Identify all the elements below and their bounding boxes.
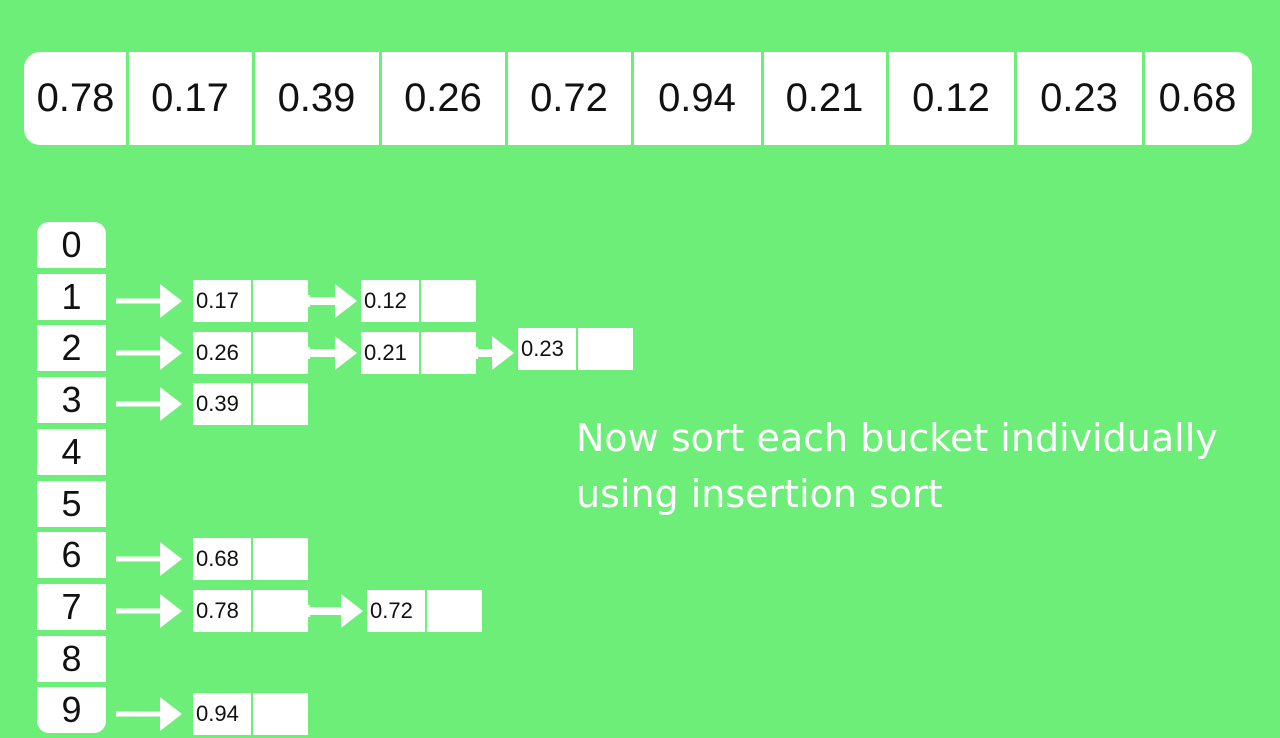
array-cell: 0.23 bbox=[1040, 76, 1118, 120]
pointer-arrow bbox=[116, 336, 182, 370]
bucket-index-6: 6 bbox=[37, 532, 106, 578]
list-node: 0.26 bbox=[193, 332, 308, 374]
bucket-index-9: 9 bbox=[37, 687, 106, 733]
node-divider bbox=[576, 328, 578, 370]
list-node: 0.21 bbox=[361, 332, 476, 374]
node-value: 0.12 bbox=[361, 280, 419, 322]
array-divider bbox=[505, 52, 508, 145]
node-divider bbox=[251, 590, 253, 632]
list-node: 0.39 bbox=[193, 383, 308, 425]
node-pointer-field bbox=[253, 280, 308, 322]
node-pointer-field bbox=[253, 590, 308, 632]
array-cell: 0.78 bbox=[36, 76, 115, 120]
bucket-index-2: 2 bbox=[37, 325, 106, 371]
node-divider bbox=[251, 383, 253, 425]
array-cell: 0.39 bbox=[277, 76, 356, 120]
node-pointer-field bbox=[253, 538, 308, 580]
list-node: 0.94 bbox=[193, 693, 308, 735]
caption: Now sort each bucket individually using … bbox=[576, 410, 1276, 522]
node-pointer-field bbox=[253, 693, 308, 735]
node-value: 0.26 bbox=[193, 332, 251, 374]
array-divider bbox=[1014, 52, 1017, 145]
pointer-arrow bbox=[116, 594, 182, 628]
list-node: 0.12 bbox=[361, 280, 476, 322]
node-value: 0.78 bbox=[193, 590, 251, 632]
array-divider bbox=[126, 52, 129, 145]
array-divider bbox=[761, 52, 764, 145]
node-divider bbox=[419, 332, 421, 374]
node-divider bbox=[251, 332, 253, 374]
bucket-index-8: 8 bbox=[37, 636, 106, 682]
bucket-index-5: 5 bbox=[37, 481, 106, 527]
list-node: 0.17 bbox=[193, 280, 308, 322]
input-array bbox=[24, 52, 1252, 145]
node-pointer-field bbox=[421, 332, 476, 374]
list-node: 0.23 bbox=[518, 328, 633, 370]
bucket-index-1: 1 bbox=[37, 274, 106, 320]
node-divider bbox=[251, 280, 253, 322]
array-divider bbox=[886, 52, 889, 145]
array-cell: 0.68 bbox=[1158, 76, 1237, 120]
list-node: 0.72 bbox=[367, 590, 482, 632]
node-pointer-field bbox=[253, 332, 308, 374]
array-cell: 0.21 bbox=[785, 76, 864, 120]
node-divider bbox=[425, 590, 427, 632]
caption-line-1: Now sort each bucket individually bbox=[576, 416, 1218, 460]
next-pointer-arrow bbox=[282, 594, 363, 628]
next-pointer-arrow bbox=[282, 284, 357, 318]
node-value: 0.17 bbox=[193, 280, 251, 322]
list-node: 0.68 bbox=[193, 538, 308, 580]
pointer-arrow bbox=[116, 697, 182, 731]
bucket-index-4: 4 bbox=[37, 429, 106, 475]
node-divider bbox=[419, 280, 421, 322]
node-value: 0.72 bbox=[367, 590, 425, 632]
next-pointer-arrow bbox=[450, 336, 514, 370]
pointer-arrow bbox=[116, 284, 182, 318]
array-divider bbox=[631, 52, 634, 145]
node-value: 0.94 bbox=[193, 693, 251, 735]
list-node: 0.78 bbox=[193, 590, 308, 632]
array-cell: 0.17 bbox=[151, 76, 229, 120]
node-pointer-field bbox=[253, 383, 308, 425]
node-divider bbox=[251, 538, 253, 580]
node-pointer-field bbox=[578, 328, 633, 370]
node-value: 0.21 bbox=[361, 332, 419, 374]
caption-line-2: using insertion sort bbox=[576, 472, 943, 516]
array-divider bbox=[252, 52, 255, 145]
next-pointer-arrow bbox=[282, 336, 357, 370]
bucket-index-0: 0 bbox=[37, 222, 106, 268]
node-divider bbox=[251, 693, 253, 735]
pointer-arrow bbox=[116, 387, 182, 421]
bucket-index-7: 7 bbox=[37, 584, 106, 630]
node-pointer-field bbox=[427, 590, 482, 632]
bucket-index-3: 3 bbox=[37, 377, 106, 423]
node-value: 0.68 bbox=[193, 538, 251, 580]
node-value: 0.39 bbox=[193, 383, 251, 425]
array-cell: 0.12 bbox=[912, 76, 990, 120]
array-divider bbox=[1142, 52, 1145, 145]
array-cell: 0.72 bbox=[530, 76, 608, 120]
node-value: 0.23 bbox=[518, 328, 576, 370]
array-cell: 0.26 bbox=[404, 76, 482, 120]
array-divider bbox=[379, 52, 382, 145]
node-pointer-field bbox=[421, 280, 476, 322]
pointer-arrow bbox=[116, 542, 182, 576]
array-cell: 0.94 bbox=[658, 76, 736, 120]
